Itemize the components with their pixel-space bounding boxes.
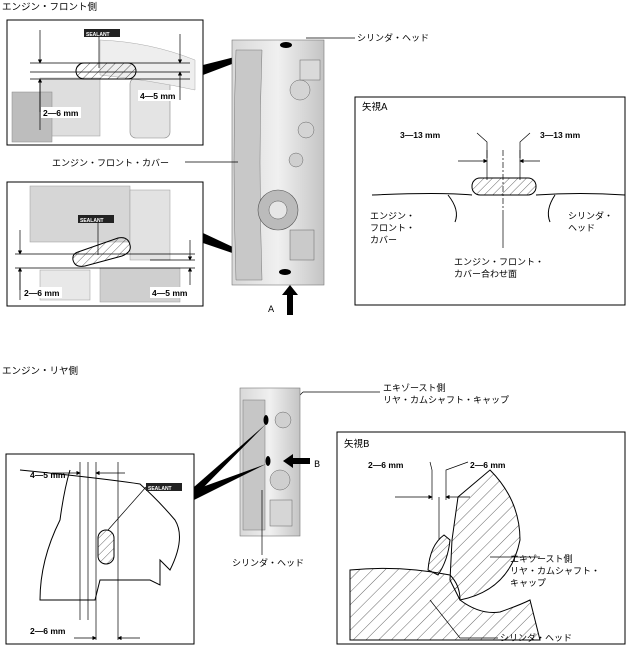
view-a-dim-left: 3—13 mm [400,130,441,140]
view-b-dim-right: 2—6 mm [470,460,506,470]
view-b-cap-label-line2: リヤ・カムシャフト・ [510,566,600,577]
sealant-bead [97,529,115,565]
front-section-title: エンジン・フロント側 [2,1,97,13]
view-a-left-label-line3: カバー [370,235,397,246]
cylinder-head-shape [349,567,541,641]
rear-cylinder-head-label: シリンダ・ヘッド [232,557,304,569]
rear-detail: 4—5 mm SEALANT 2—6 mm [5,453,195,645]
sealant-bead [72,237,131,267]
rear-dim-width: 4—5 mm [30,470,66,480]
sealant-tube-icon [84,29,120,37]
view-a-right-label-line2: ヘッド [568,224,595,234]
front-upper-detail: SEALANT 2—6 mm 4—5 mm [6,19,204,146]
view-b-cap-label-line1: エキゾースト側 [510,553,573,565]
front-lower-detail: SEALANT 2—6 mm 4—5 mm [6,181,204,307]
arrow-a-label: A [268,305,275,315]
arrow-a-icon [282,285,298,315]
dim-height: 2—6 mm [24,288,60,298]
view-a-mating-label-line2: カバー合わせ面 [454,268,517,280]
sealant-tube-icon [78,215,114,223]
engine-front-illustration [231,39,325,286]
sealant-bead [471,177,537,196]
view-a-left-label-line2: フロント・ [370,224,415,234]
sealant-label: SEALANT [148,486,172,492]
view-b-title: 矢視B [344,438,370,450]
sealant-label: SEALANT [86,32,110,38]
front-cover-label: エンジン・フロント・カバー [52,158,169,169]
view-b-cap-label-line3: キャップ [510,578,546,589]
view-a-dim-right: 3—13 mm [540,130,581,140]
view-a-left-label-line1: エンジン・ [370,212,415,222]
sealant-tube-icon [146,483,182,491]
exhaust-cap-label-line2: リヤ・カムシャフト・キャップ [383,395,509,406]
sealant-label: SEALANT [80,218,104,224]
arrow-b-label: B [314,460,320,470]
dim-width: 4—5 mm [140,91,176,101]
exhaust-cap-label-line1: エキゾースト側 [383,382,446,394]
view-b-panel: 矢視B 2—6 mm 2—6 mm エキゾースト側 リヤ・カムシャフト・ キャッ… [336,431,626,645]
cylinder-head-label: シリンダ・ヘッド [357,32,429,44]
rear-section-title: エンジン・リヤ側 [2,365,78,377]
view-a-right-label-line1: シリンダ・ [568,210,613,222]
view-b-dim-left: 2—6 mm [368,460,404,470]
view-a-title: 矢視A [362,101,388,113]
arrow-b-icon [283,454,310,468]
sealant-bead [75,62,137,80]
rear-dim-height: 2—6 mm [30,626,66,636]
view-a-panel: 矢視A 3—13 mm 3—13 mm エンジン・ フロント・ カバー シリンダ… [354,96,626,306]
dim-width: 4—5 mm [152,288,188,298]
exhaust-cap-shape [449,469,521,601]
view-a-mating-label-line1: エンジン・フロント・ [454,258,544,268]
dim-height: 2—6 mm [43,108,79,118]
sealant-bead [427,534,451,576]
view-b-head-label: シリンダ・ヘッド [500,632,572,644]
